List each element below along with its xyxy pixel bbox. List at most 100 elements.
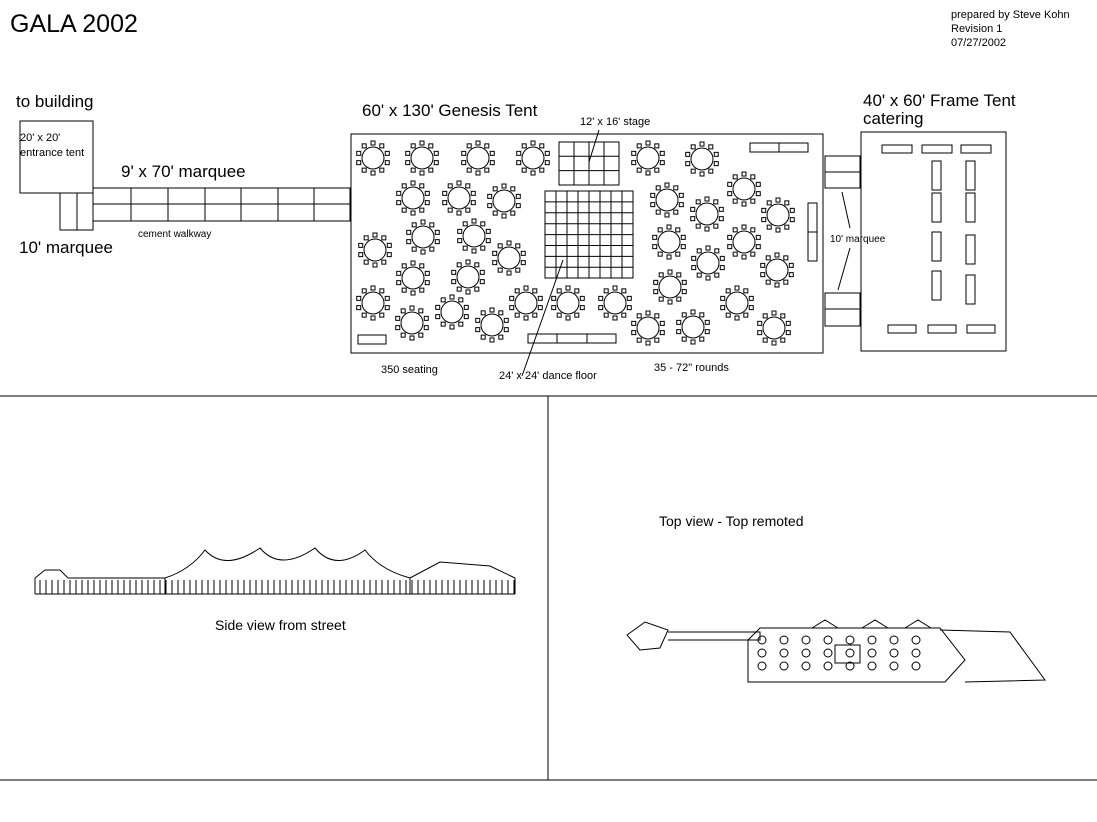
top-view-table	[845, 661, 855, 671]
chair	[465, 183, 471, 189]
top-view-table	[779, 635, 789, 645]
frame-tent	[860, 131, 1007, 352]
chair	[410, 180, 416, 186]
round-table	[492, 240, 526, 276]
table-top	[456, 265, 480, 289]
chair	[741, 254, 747, 260]
chair	[356, 150, 362, 156]
chair	[748, 305, 754, 311]
top-view-caption: Top view - Top remoted	[659, 513, 804, 529]
chair	[424, 200, 430, 206]
chair	[621, 288, 627, 294]
table-top	[766, 203, 790, 227]
chair	[462, 221, 468, 227]
catering-table	[927, 324, 957, 334]
label-marquee-small: 10' marquee	[19, 238, 113, 257]
chair	[771, 340, 777, 346]
chair	[424, 280, 430, 286]
chair	[657, 251, 663, 257]
chair	[718, 206, 724, 212]
chair	[356, 295, 362, 301]
chair	[530, 170, 536, 176]
chair	[456, 210, 462, 216]
chair	[719, 265, 725, 271]
chair	[565, 315, 571, 321]
chair	[666, 224, 672, 230]
chair	[681, 279, 687, 285]
chair	[626, 305, 632, 311]
chair	[400, 308, 406, 314]
chair	[471, 218, 477, 224]
chair	[780, 313, 786, 319]
table-top	[765, 258, 789, 282]
chair	[556, 312, 562, 318]
catering-table	[931, 160, 942, 191]
chair	[755, 244, 761, 250]
chair	[489, 160, 495, 166]
chair	[480, 310, 486, 316]
round-table	[720, 285, 754, 321]
chair	[372, 262, 378, 268]
chair	[381, 235, 387, 241]
chair	[479, 269, 485, 275]
chair	[465, 207, 471, 213]
chair	[466, 143, 472, 149]
chair	[695, 223, 701, 229]
label-walkway: cement walkway	[138, 229, 212, 240]
chair	[761, 207, 767, 213]
chair	[732, 251, 738, 257]
chair	[463, 304, 469, 310]
top-view-table	[801, 635, 811, 645]
chair	[396, 280, 402, 286]
chair	[783, 255, 789, 261]
chair	[520, 250, 526, 256]
chair	[509, 295, 515, 301]
chair	[461, 150, 467, 156]
side-view-sketch	[34, 547, 516, 595]
chair	[411, 222, 417, 228]
chair	[358, 252, 364, 258]
chair	[789, 207, 795, 213]
top-view-table	[845, 635, 855, 645]
chair	[775, 197, 781, 203]
top-view-table	[867, 635, 877, 645]
chair	[410, 210, 416, 216]
top-view-table	[911, 661, 921, 671]
chair	[429, 246, 435, 252]
chair	[418, 308, 424, 314]
table-top	[440, 300, 464, 324]
chair	[361, 143, 367, 149]
chair	[755, 234, 761, 240]
chair	[699, 171, 705, 177]
chair	[655, 185, 661, 191]
chair	[579, 305, 585, 311]
chair	[370, 140, 376, 146]
catering-table	[931, 270, 942, 301]
chair	[456, 180, 462, 186]
catering-table	[965, 274, 976, 305]
chair	[395, 315, 401, 321]
top-view-table	[911, 648, 921, 658]
chair	[734, 315, 740, 321]
chair	[732, 198, 738, 204]
chair	[492, 260, 498, 266]
table-top	[361, 146, 385, 170]
chair	[516, 150, 522, 156]
chair	[419, 170, 425, 176]
chair	[498, 310, 504, 316]
chair	[766, 200, 772, 206]
buffet	[527, 333, 558, 344]
chair	[743, 288, 749, 294]
chair	[532, 312, 538, 318]
chair	[551, 305, 557, 311]
chair	[784, 224, 790, 230]
catering-table	[965, 192, 976, 223]
chair	[704, 329, 710, 335]
table-top	[401, 186, 425, 210]
top-view-table	[801, 661, 811, 671]
chair	[539, 143, 545, 149]
chair	[675, 227, 681, 233]
table-top	[556, 291, 580, 315]
chair	[509, 305, 515, 311]
chair	[409, 335, 415, 341]
